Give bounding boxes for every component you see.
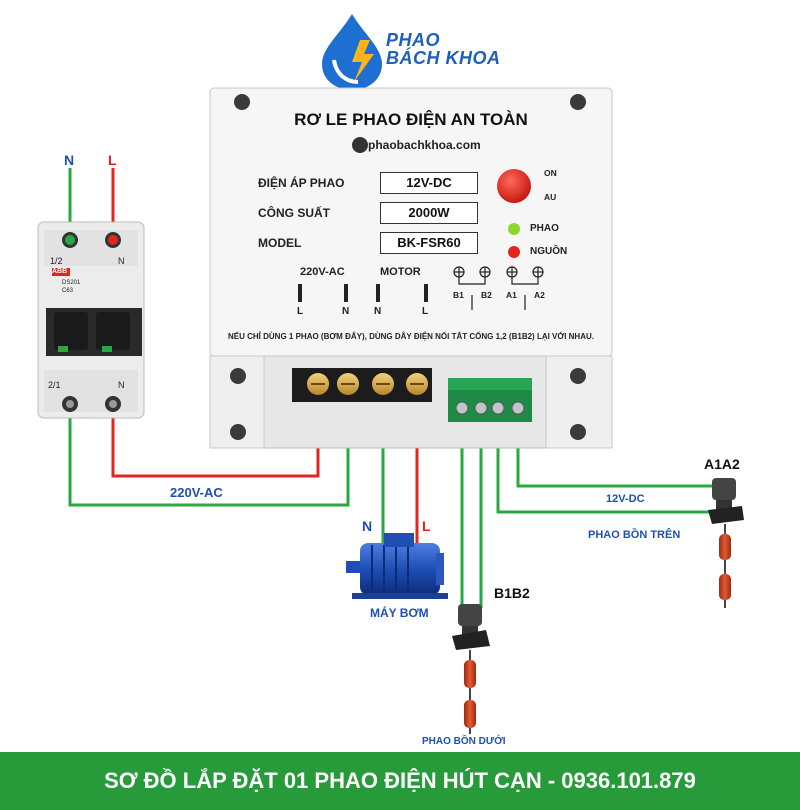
spec-label-power: CÔNG SUẤT <box>258 206 330 220</box>
breaker-bottom-left: 2/1 <box>48 380 61 390</box>
spec-value-voltage: 12V-DC <box>380 172 478 194</box>
power-led-icon <box>508 246 520 258</box>
group-motor-label: MOTOR <box>380 266 421 278</box>
float-led-icon <box>508 223 520 235</box>
switch-au-label: AU <box>544 192 557 202</box>
circuit-breaker <box>37 221 145 419</box>
motor-caption: MÁY BƠM <box>370 606 429 620</box>
dc-wire-label: 12V-DC <box>606 493 645 505</box>
terminal-label-l1: L <box>297 306 304 317</box>
led-float-label: PHAO <box>530 223 559 234</box>
breaker-brand: ABB <box>52 268 68 275</box>
float-terminal-symbols <box>453 266 544 310</box>
wire-n-out <box>68 398 350 507</box>
motor-n-label: N <box>362 518 373 534</box>
mode-switch-button <box>497 169 531 203</box>
spec-value-power: 2000W <box>380 202 478 224</box>
float-label-b2: B2 <box>481 290 492 300</box>
group-power-label: 220V-AC <box>300 266 345 278</box>
footer-title: SƠ ĐỒ LẮP ĐẶT 01 PHAO ĐIỆN HÚT CẠN - 093… <box>104 768 696 793</box>
screw-hole <box>230 424 246 440</box>
screw-hole <box>570 368 586 384</box>
lower-float-tag: B1B2 <box>494 585 530 601</box>
power-terminals <box>307 373 428 395</box>
footer-bar <box>0 752 800 810</box>
breaker-top-left: 1/2 <box>50 256 63 266</box>
breaker-top-right: N <box>118 256 125 266</box>
upper-float-tag: A1A2 <box>704 456 740 472</box>
spec-label-voltage: ĐIỆN ÁP PHAO <box>258 176 345 190</box>
screw-hole <box>230 368 246 384</box>
ac-wire-label: 220V-AC <box>170 485 223 500</box>
lower-float-switch <box>452 604 490 734</box>
float-label-b1: B1 <box>453 290 464 300</box>
screw-hole <box>570 424 586 440</box>
logo-text-line2: BÁCH KHOA <box>386 48 501 68</box>
relay-website: phaobachkhoa.com <box>368 138 481 152</box>
led-power-label: NGUỒN <box>530 246 568 257</box>
pump-motor <box>346 533 448 599</box>
input-l-label: L <box>108 152 117 168</box>
terminal-label-l2: L <box>422 306 429 317</box>
screw-hole <box>570 94 586 110</box>
float-label-a1: A1 <box>506 290 517 300</box>
logo-mini-icon <box>352 137 368 153</box>
logo-text-line1: PHAO <box>386 30 441 50</box>
spec-value-model: BK-FSR60 <box>380 232 478 254</box>
lower-float-caption: PHAO BỒN DƯỚI <box>422 736 506 747</box>
motor-l-label: L <box>422 518 431 534</box>
upper-float-caption: PHAO BỒN TRÊN <box>588 529 681 541</box>
spec-label-model: MODEL <box>258 236 302 250</box>
terminal-label-n2: N <box>374 306 382 317</box>
upper-float-switch <box>708 478 744 608</box>
breaker-bottom-right: N <box>118 380 125 390</box>
terminal-label-n1: N <box>342 306 350 317</box>
input-n-label: N <box>64 152 75 168</box>
logo-droplet-icon <box>322 14 382 90</box>
switch-on-label: ON <box>544 168 557 178</box>
float-terminals <box>448 378 532 422</box>
relay-title: RƠ LE PHAO ĐIỆN AN TOÀN <box>294 110 528 129</box>
relay-note: NẾU CHỈ DÙNG 1 PHAO (BƠM ĐẨY), DÙNG DÂY … <box>228 332 594 341</box>
breaker-rating: C63 <box>62 288 74 294</box>
screw-hole <box>234 94 250 110</box>
float-label-a2: A2 <box>534 290 545 300</box>
breaker-model: DS201 <box>62 280 81 286</box>
